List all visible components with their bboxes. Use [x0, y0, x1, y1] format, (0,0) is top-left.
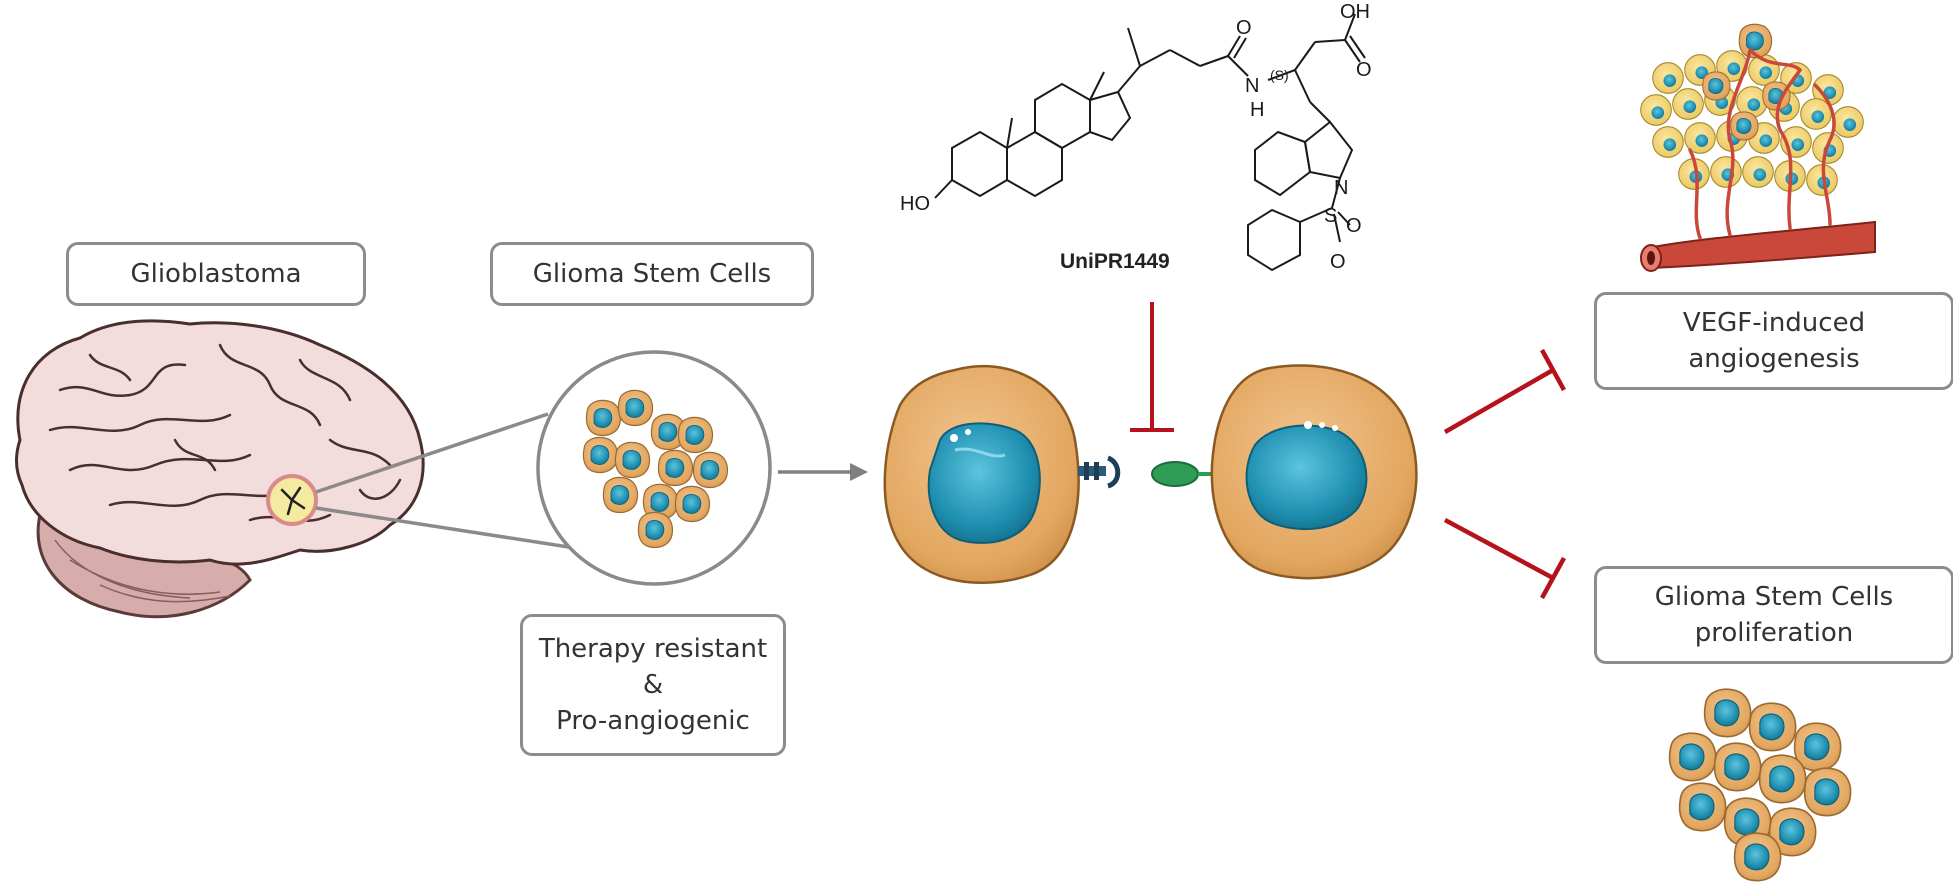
receptor-icon — [1078, 455, 1121, 489]
stem-cell-circle — [536, 350, 772, 586]
cell-icon — [883, 365, 1080, 584]
atom-o2: O — [1330, 251, 1346, 273]
brain-icon — [15, 319, 425, 619]
atom-o1: O — [1346, 215, 1362, 237]
proliferation-label-box: Glioma Stem Cells proliferation — [1594, 566, 1953, 664]
stereo-label: (S) — [1270, 67, 1289, 83]
vegf-line-2: angiogenesis — [1688, 344, 1860, 374]
atom-oh-acid: OH — [1340, 1, 1370, 23]
atom-n-indole: N — [1334, 177, 1348, 199]
tumor-icon — [266, 474, 318, 526]
inhibitor-vegf — [1443, 348, 1566, 434]
atom-o-amide: O — [1236, 17, 1252, 39]
inhibitor-proliferation — [1443, 518, 1566, 600]
compound-inhibitor — [1130, 302, 1174, 432]
proliferation-line-1: Glioma Stem Cells — [1654, 582, 1894, 612]
ligand-icon — [1151, 461, 1218, 487]
glioblastoma-label-box: Glioblastoma — [66, 242, 366, 306]
atom-h-amide: H — [1250, 99, 1264, 121]
blood-vessel-icon — [1640, 220, 1876, 272]
glioma-stem-cells-label: Glioma Stem Cells — [532, 259, 772, 289]
chemical-labels: OH O O N H (S) HO N S O O — [900, 1, 1372, 273]
cell-icon — [1210, 364, 1418, 580]
vegf-label-box: VEGF-induced angiogenesis — [1594, 292, 1953, 390]
flow-arrow — [778, 463, 868, 481]
therapy-line-1: Therapy resistant — [538, 634, 768, 664]
therapy-label-box: Therapy resistant & Pro-angiogenic — [520, 614, 786, 756]
therapy-line-3: Pro-angiogenic — [556, 706, 750, 736]
glioma-stem-cells-label-box: Glioma Stem Cells — [490, 242, 814, 306]
vegf-line-1: VEGF-induced — [1682, 308, 1866, 338]
atom-s: S — [1324, 205, 1337, 227]
atom-o-acid: O — [1356, 59, 1372, 81]
glioblastoma-label: Glioblastoma — [130, 259, 302, 289]
zoom-line-top — [315, 412, 549, 494]
tumor-mass-icon — [1640, 23, 1864, 240]
compound-name: UniPR1449 — [1060, 250, 1170, 273]
stem-cell-cluster-icon — [1668, 688, 1852, 882]
atom-ho: HO — [900, 193, 930, 215]
therapy-line-2: & — [642, 670, 664, 700]
chemical-structure — [934, 13, 1366, 272]
zoom-line-bottom — [315, 506, 576, 550]
atom-n-amide: N — [1245, 75, 1259, 97]
proliferation-line-2: proliferation — [1694, 618, 1854, 648]
